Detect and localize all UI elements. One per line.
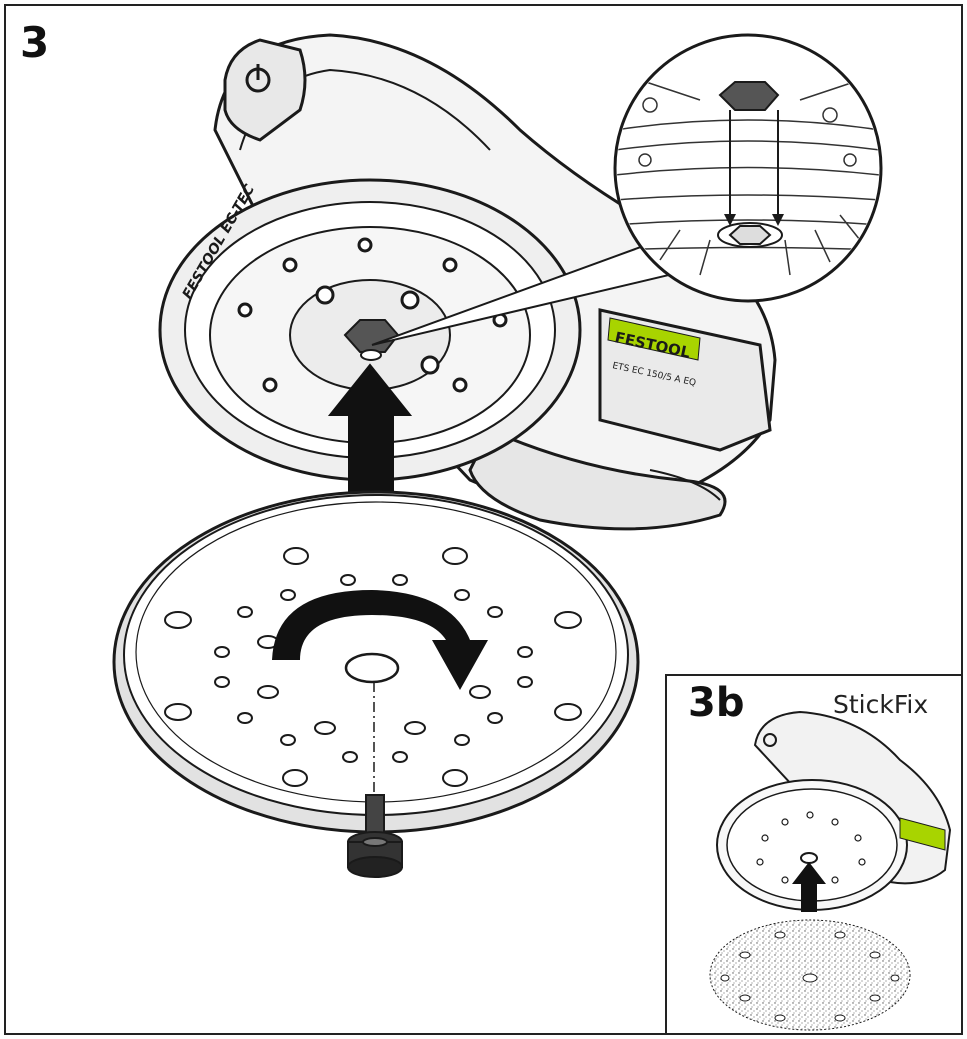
inset-title-stickfix: StickFix [833, 690, 929, 719]
figure-frame [4, 4, 963, 1035]
sanding-pad [112, 490, 640, 834]
step-number-3b: 3b [688, 680, 745, 726]
detail-magnifier [613, 33, 883, 303]
rotation-arrow [272, 590, 488, 690]
spindle-nut [343, 319, 400, 361]
pad-screw [347, 794, 403, 878]
power-button-icon [245, 64, 271, 93]
step-number-3: 3 [20, 18, 50, 67]
inset-stickfix [665, 674, 963, 1035]
